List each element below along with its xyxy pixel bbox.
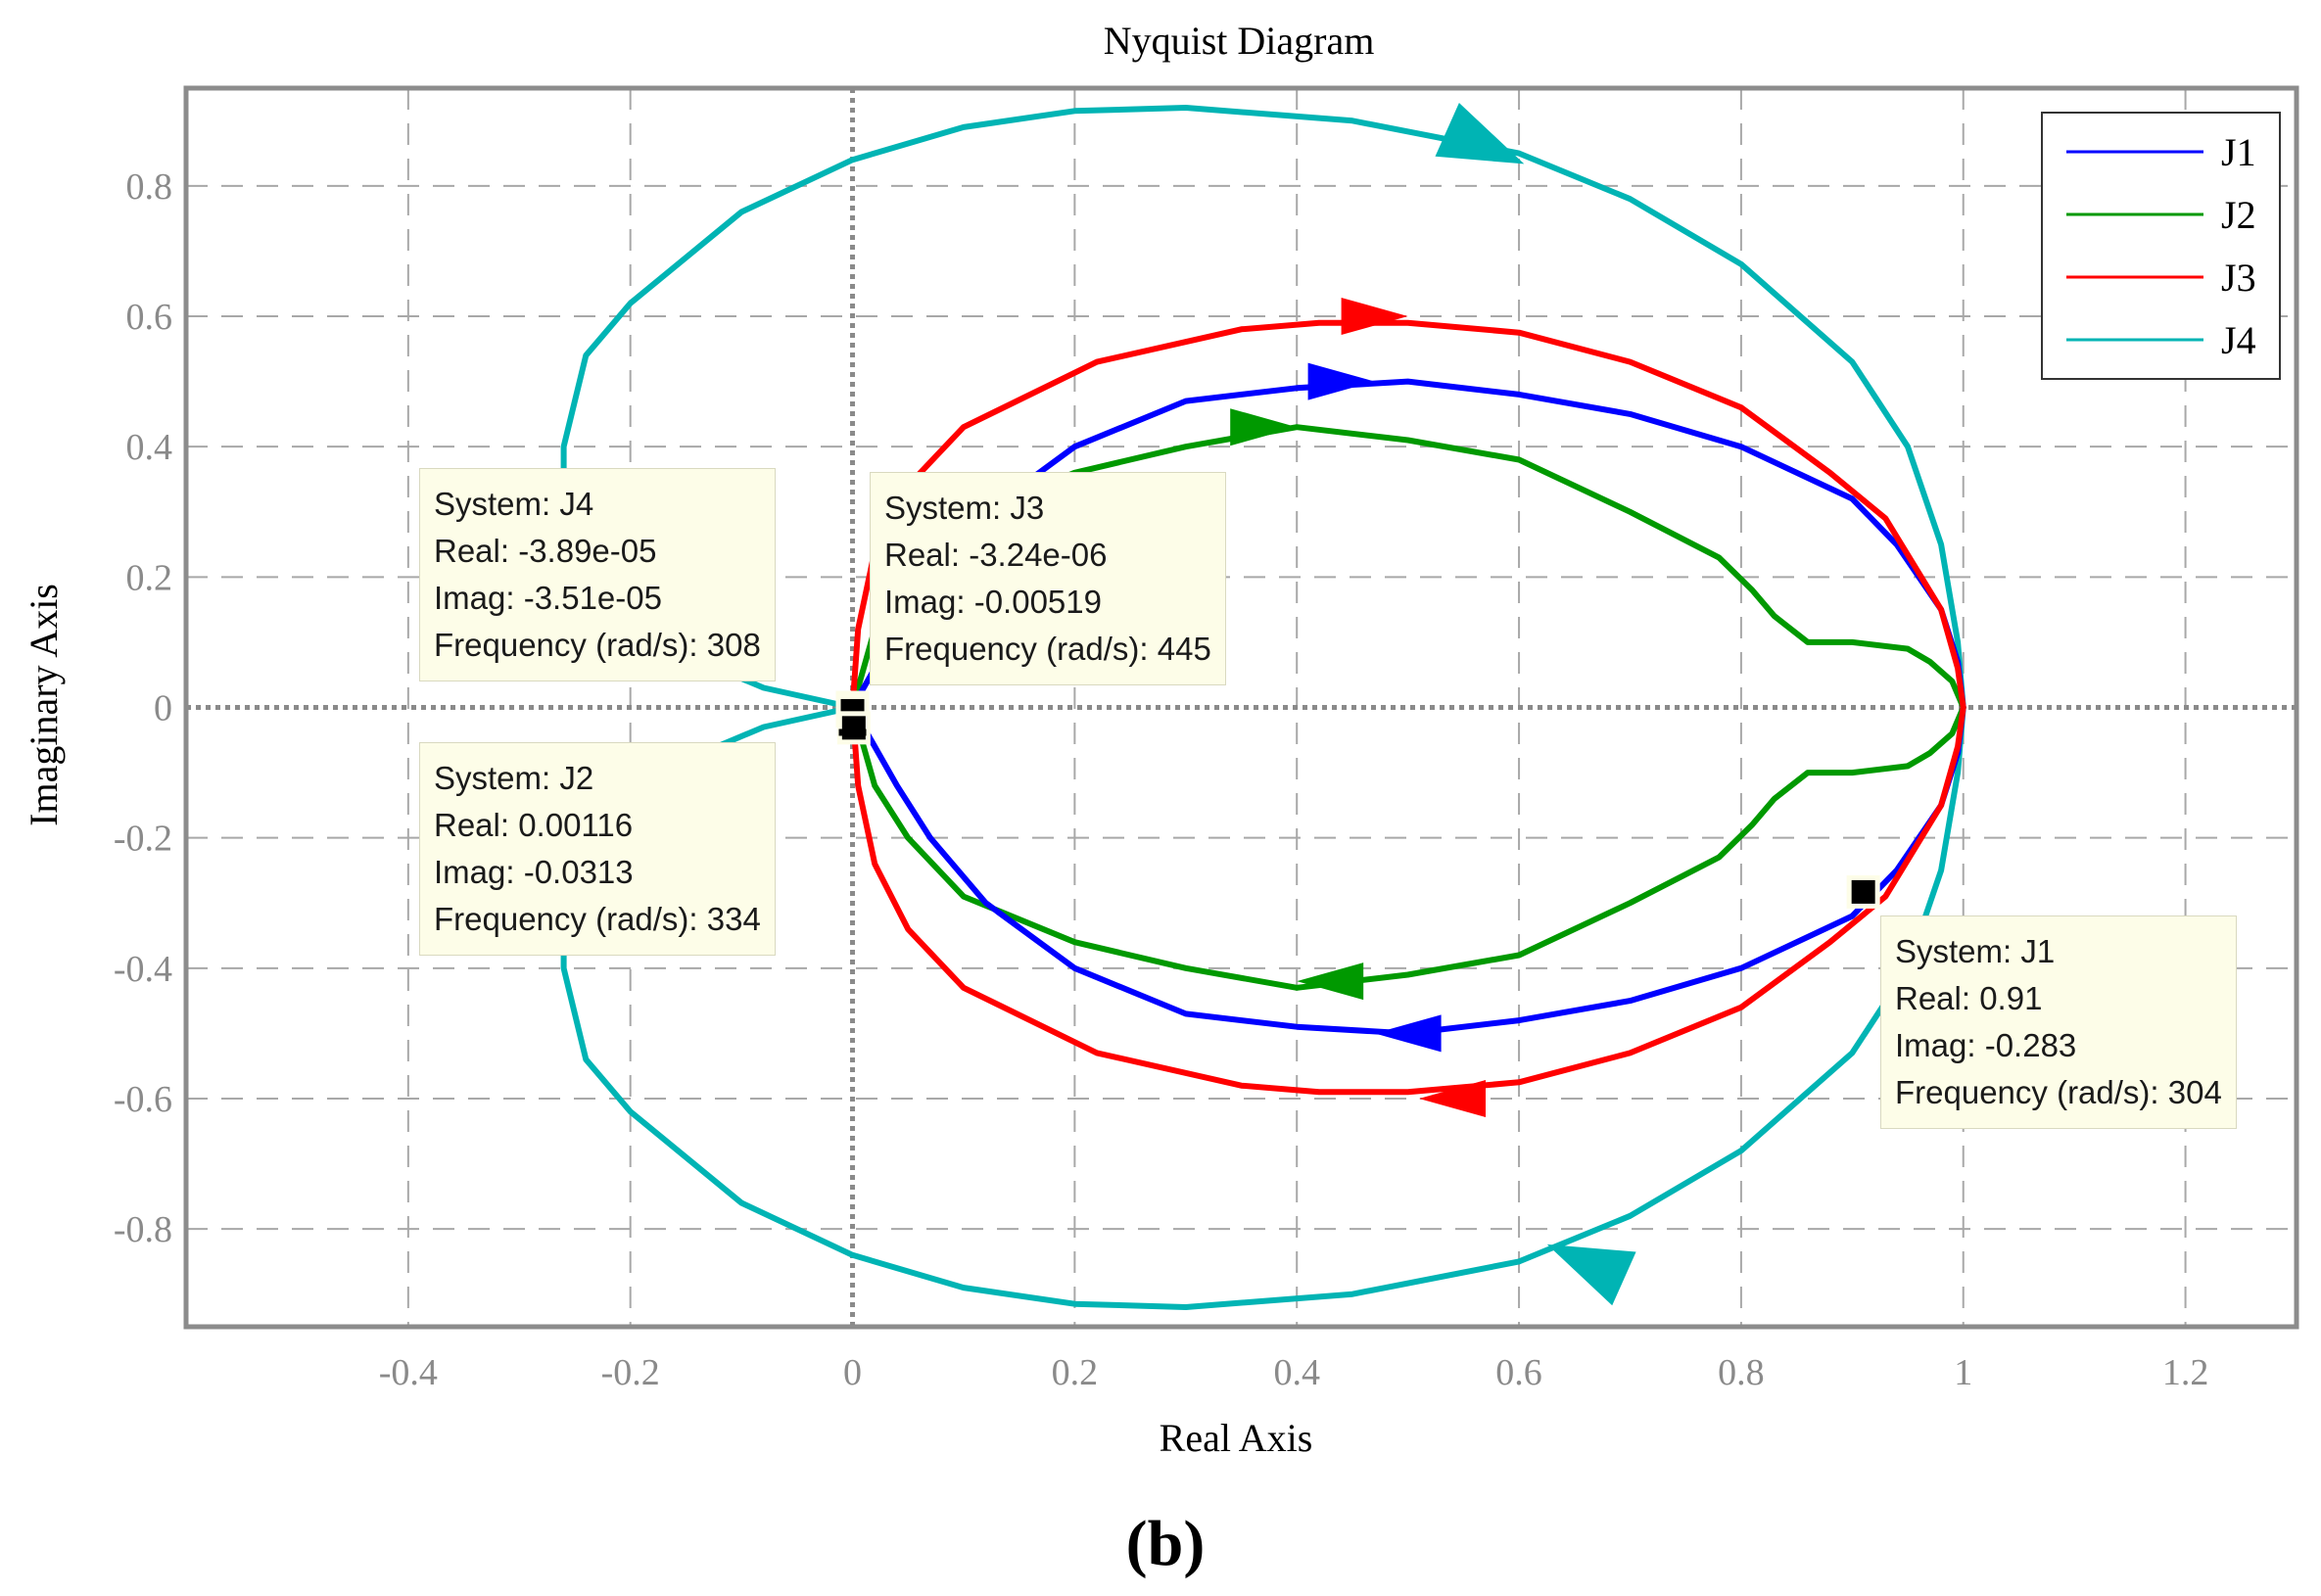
legend-label-j1: J1 [2221,130,2256,174]
direction-arrows [1230,103,1636,1306]
datatip-j3-real: Real: -3.24e-06 [884,537,1108,573]
legend-label-j2: J2 [2221,193,2256,237]
series-j1-direction-arrow [1374,1014,1442,1053]
x-tick-label: 0 [843,1352,862,1393]
series-j2-direction-arrow [1297,962,1364,1001]
datatip-j4-imag: Imag: -3.51e-05 [434,580,662,616]
x-tick-label: 1.2 [2162,1352,2209,1393]
datatip-j2: System: J2 Real: 0.00116 Imag: -0.0313 F… [419,742,776,956]
datatip-j1: System: J1 Real: 0.91 Imag: -0.283 Frequ… [1880,915,2237,1129]
series-j2-negative-freq-line [849,704,1966,991]
x-tick-labels: -0.4 -0.2 0 0.2 0.4 0.6 0.8 1 1.2 [379,1352,2209,1393]
datatip-j4: System: J4 Real: -3.89e-05 Imag: -3.51e-… [419,468,776,681]
x-tick-label: 0.2 [1052,1352,1099,1393]
series-j3-negative-freq-line [849,704,1966,1096]
datatip-marker-stack [838,728,867,736]
datatip-marker [1851,879,1875,904]
legend-label-j4: J4 [2221,318,2256,362]
datatip-j1-imag: Imag: -0.283 [1895,1027,2077,1063]
x-axis-label: Real Axis [1160,1416,1313,1460]
series-j3-direction-arrow [1419,1080,1486,1117]
x-tick-label: -0.4 [379,1352,438,1393]
y-tick-label: -0.2 [114,819,172,860]
datatip-j2-system: System: J2 [434,760,594,796]
y-tick-label: 0.4 [126,427,173,468]
series-j4-direction-arrow [1435,103,1525,164]
x-tick-label: 1 [1954,1352,1972,1393]
y-axis-label: Imaginary Axis [22,584,66,826]
datatip-j2-real: Real: 0.00116 [434,807,634,843]
datatip-j3: System: J3 Real: -3.24e-06 Imag: -0.0051… [870,472,1226,685]
datatip-marker [841,716,866,740]
chart-title: Nyquist Diagram [1104,19,1375,63]
x-tick-label: 0.8 [1718,1352,1765,1393]
datatip-j4-freq: Frequency (rad/s): 308 [434,627,761,663]
datatip-j3-system: System: J3 [884,490,1045,526]
y-tick-label: -0.4 [114,949,172,990]
y-tick-label: 0.2 [126,557,173,598]
legend-box [2041,112,2281,380]
datatip-j3-imag: Imag: -0.00519 [884,584,1102,620]
y-tick-labels: -0.8 -0.6 -0.4 -0.2 0 0.2 0.4 0.6 0.8 [114,166,172,1250]
series-j4-direction-arrow [1546,1244,1636,1306]
y-tick-label: 0 [154,688,172,729]
figure-caption: (b) [1126,1508,1206,1579]
y-tick-label: 0.8 [126,166,173,208]
series-j3-direction-arrow [1341,298,1408,335]
y-tick-label: -0.6 [114,1079,172,1120]
datatip-markers [835,690,1880,909]
datatip-j2-freq: Frequency (rad/s): 334 [434,901,761,937]
y-tick-label: 0.6 [126,297,173,338]
series-j2-direction-arrow [1230,408,1298,446]
datatip-j2-imag: Imag: -0.0313 [434,854,634,890]
datatip-j1-system: System: J1 [1895,933,2056,969]
datatip-j1-real: Real: 0.91 [1895,980,2043,1016]
datatip-j3-freq: Frequency (rad/s): 445 [884,631,1211,667]
datatip-j4-system: System: J4 [434,486,594,522]
x-tick-label: 0.6 [1495,1352,1542,1393]
legend-label-j3: J3 [2221,256,2256,300]
x-tick-label: -0.2 [601,1352,660,1393]
plot-frame [183,85,2299,1330]
datatip-j4-real: Real: -3.89e-05 [434,533,657,569]
x-tick-label: 0.4 [1273,1352,1320,1393]
series-j1-direction-arrow [1307,362,1375,400]
datatip-j1-freq: Frequency (rad/s): 304 [1895,1074,2222,1110]
y-tick-label: -0.8 [114,1209,172,1250]
